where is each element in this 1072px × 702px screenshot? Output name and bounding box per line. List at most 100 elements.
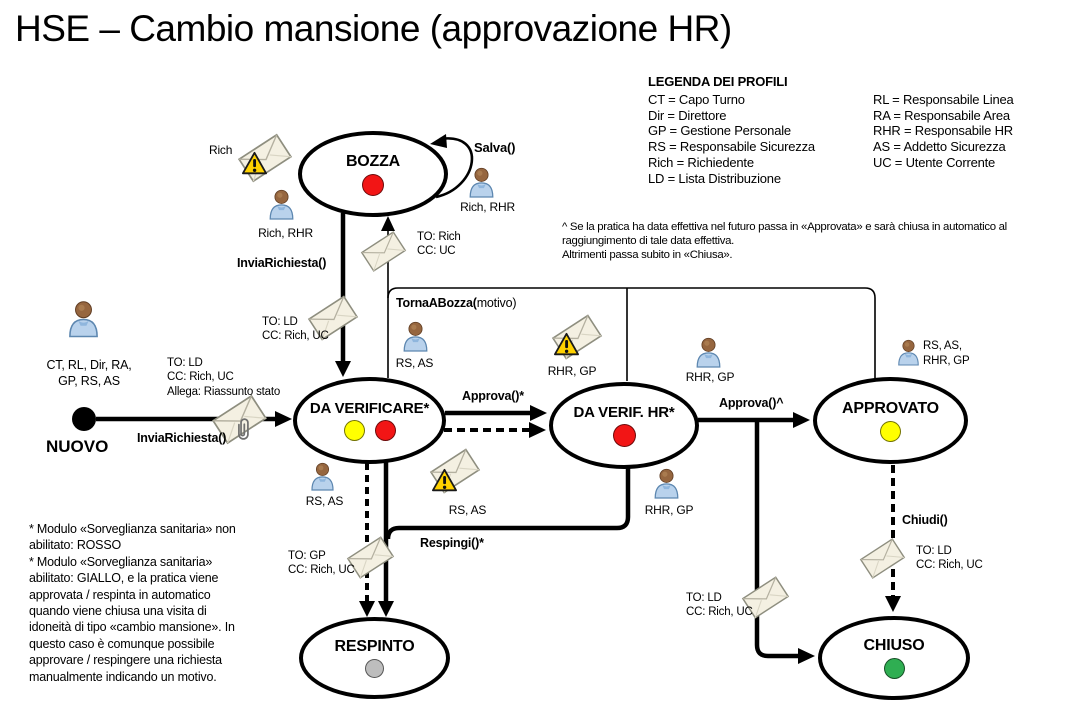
status-dot-yellow (880, 420, 901, 442)
status-dot-red (362, 173, 384, 196)
torna-a-bozza-fn: TornaABozza( (396, 296, 477, 310)
transition-chiudi-label: Chiudi() (902, 513, 948, 527)
state-respinto-label: RESPINTO (334, 638, 415, 655)
state-da-verif-hr-dots (612, 424, 636, 447)
actors-nuovo-label: CT, RL, Dir, RA, GP, RS, AS (46, 358, 132, 388)
transition-respingi-label: Respingi()* (420, 536, 484, 550)
arrowhead (335, 361, 351, 377)
legend-item: UC = Utente Corrente (873, 154, 996, 170)
mail-icon (860, 538, 905, 579)
mail-recipients-respingi-auto: TO: GP CC: Rich, UC (288, 550, 355, 577)
legend-item: RHR = Responsabile HR (873, 123, 1013, 139)
person-icon (696, 337, 721, 368)
state-respinto-dots (365, 659, 384, 678)
status-dot-green (883, 658, 905, 679)
torna-a-bozza-arg: motivo) (476, 296, 517, 310)
arrowhead (378, 601, 394, 617)
arrowhead (275, 411, 292, 427)
arrowhead (798, 648, 815, 664)
legend-item: Dir = Direttore (648, 107, 727, 123)
mail-recipients-torna-bozza: TO: Rich CC: UC (417, 231, 461, 258)
transition-torna-a-bozza-label: TornaABozza(motivo) (396, 296, 516, 310)
warning-icon (431, 468, 458, 492)
status-dot-gray (365, 659, 384, 678)
state-chiuso-dots (883, 658, 905, 679)
arrowhead (359, 601, 375, 617)
state-da-verificare-label: DA VERIFICARE* (309, 400, 430, 417)
status-dot-yellow (343, 420, 365, 441)
state-chiuso: CHIUSO (818, 616, 970, 700)
transition-invia-richiesta-bozza-label: InviaRichiesta() (237, 256, 327, 270)
edge-tornaabozza-trunk (387, 287, 876, 379)
mail-recipients-bozza-invia: TO: LD CC: Rich, UC (262, 316, 329, 343)
person-icon (311, 462, 334, 491)
state-nuovo-label: NUOVO (46, 437, 109, 456)
state-approvato-label: APPROVATO (842, 399, 939, 417)
mail-recipients-verifhr-chiuso: TO: LD CC: Rich, UC (686, 592, 753, 619)
edge-verifhr-respingi (385, 467, 631, 540)
mail-icon (361, 231, 406, 272)
actors-verificare-mail-label: RS, AS (448, 503, 487, 517)
state-da-verif-hr: DA VERIF. HR* (549, 382, 699, 469)
state-chiuso-label: CHIUSO (863, 637, 925, 654)
actors-verifhr-mail-label: RHR, GP (547, 364, 597, 378)
legend-item: Rich = Richiedente (648, 154, 754, 170)
transition-approva-caret-label: Approva()^ (719, 396, 784, 410)
state-bozza-dots (362, 173, 384, 196)
actors-verifhr-top-label: RHR, GP (685, 370, 735, 384)
page-title: HSE – Cambio mansione (approvazione HR) (15, 8, 732, 49)
state-da-verificare: DA VERIFICARE* (293, 377, 446, 464)
mail-recipients-nuovo: TO: LD CC: Rich, UC Allega: Riassunto st… (167, 357, 281, 398)
state-bozza-label: BOZZA (345, 152, 401, 170)
person-icon (469, 167, 494, 198)
state-da-verificare-dots (343, 420, 396, 441)
legend-item: AS = Addetto Sicurezza (873, 139, 1006, 155)
actors-bozza-right-label: Rich, RHR (460, 200, 515, 214)
state-bozza: BOZZA (298, 131, 448, 217)
state-da-verif-hr-label: DA VERIF. HR* (573, 404, 675, 421)
actors-verifhr-bottom-label: RHR, GP (644, 503, 694, 517)
legend-item: CT = Capo Turno (648, 91, 745, 107)
transition-salva-label: Salva() (474, 140, 516, 155)
person-icon (654, 468, 679, 499)
mail-recipients-chiudi: TO: LD CC: Rich, UC (916, 545, 983, 572)
edge-verifhr-chiuso (754, 422, 799, 659)
warning-icon (241, 151, 268, 175)
legend-item: GP = Gestione Personale (648, 123, 791, 139)
person-icon (269, 189, 294, 220)
actors-bozza-mail-label: Rich (209, 143, 233, 157)
arrowhead (530, 405, 547, 421)
legend: LEGENDA DEI PROFILI CT = Capo Turno Dir … (648, 74, 1014, 187)
state-approvato: APPROVATO (813, 377, 968, 464)
status-dot-red (374, 420, 396, 441)
legend-item: RS = Responsabile Sicurezza (648, 139, 815, 155)
legend-item: RA = Responsabile Area (873, 107, 1010, 123)
note-sorveglianza-module: * Modulo «Sorveglianza sanitaria» non ab… (29, 522, 236, 684)
person-icon (403, 321, 428, 352)
actors-verificare-bottom-label: RS, AS (305, 494, 344, 508)
arrowhead (793, 412, 810, 428)
arrowhead (381, 216, 395, 231)
actors-bozza-left-label: Rich, RHR (258, 226, 313, 240)
transition-invia-richiesta-nuovo-label: InviaRichiesta() (137, 431, 227, 445)
status-dot-red (612, 424, 636, 447)
paperclip-icon (238, 418, 249, 440)
state-respinto: RESPINTO (299, 617, 450, 699)
arrowhead (430, 134, 447, 148)
arrowhead (885, 596, 901, 612)
warning-icon (554, 332, 579, 356)
actors-torna-bozza-label: RS, AS (395, 356, 434, 370)
arrowhead (529, 422, 546, 438)
legend-item: LD = Lista Distribuzione (648, 170, 781, 186)
person-icon (69, 301, 98, 338)
state-approvato-dots (880, 420, 901, 442)
transition-approva-star-label: Approva()* (462, 389, 524, 403)
person-icon (898, 339, 919, 366)
legend-item: RL = Responsabile Linea (873, 91, 1014, 107)
actors-approvato-label: RS, AS, RHR, GP (923, 340, 970, 367)
note-future-date: ^ Se la pratica ha data effettiva nel fu… (562, 221, 1007, 261)
legend-heading: LEGENDA DEI PROFILI (648, 74, 788, 89)
state-nuovo-initial-dot (72, 407, 96, 431)
